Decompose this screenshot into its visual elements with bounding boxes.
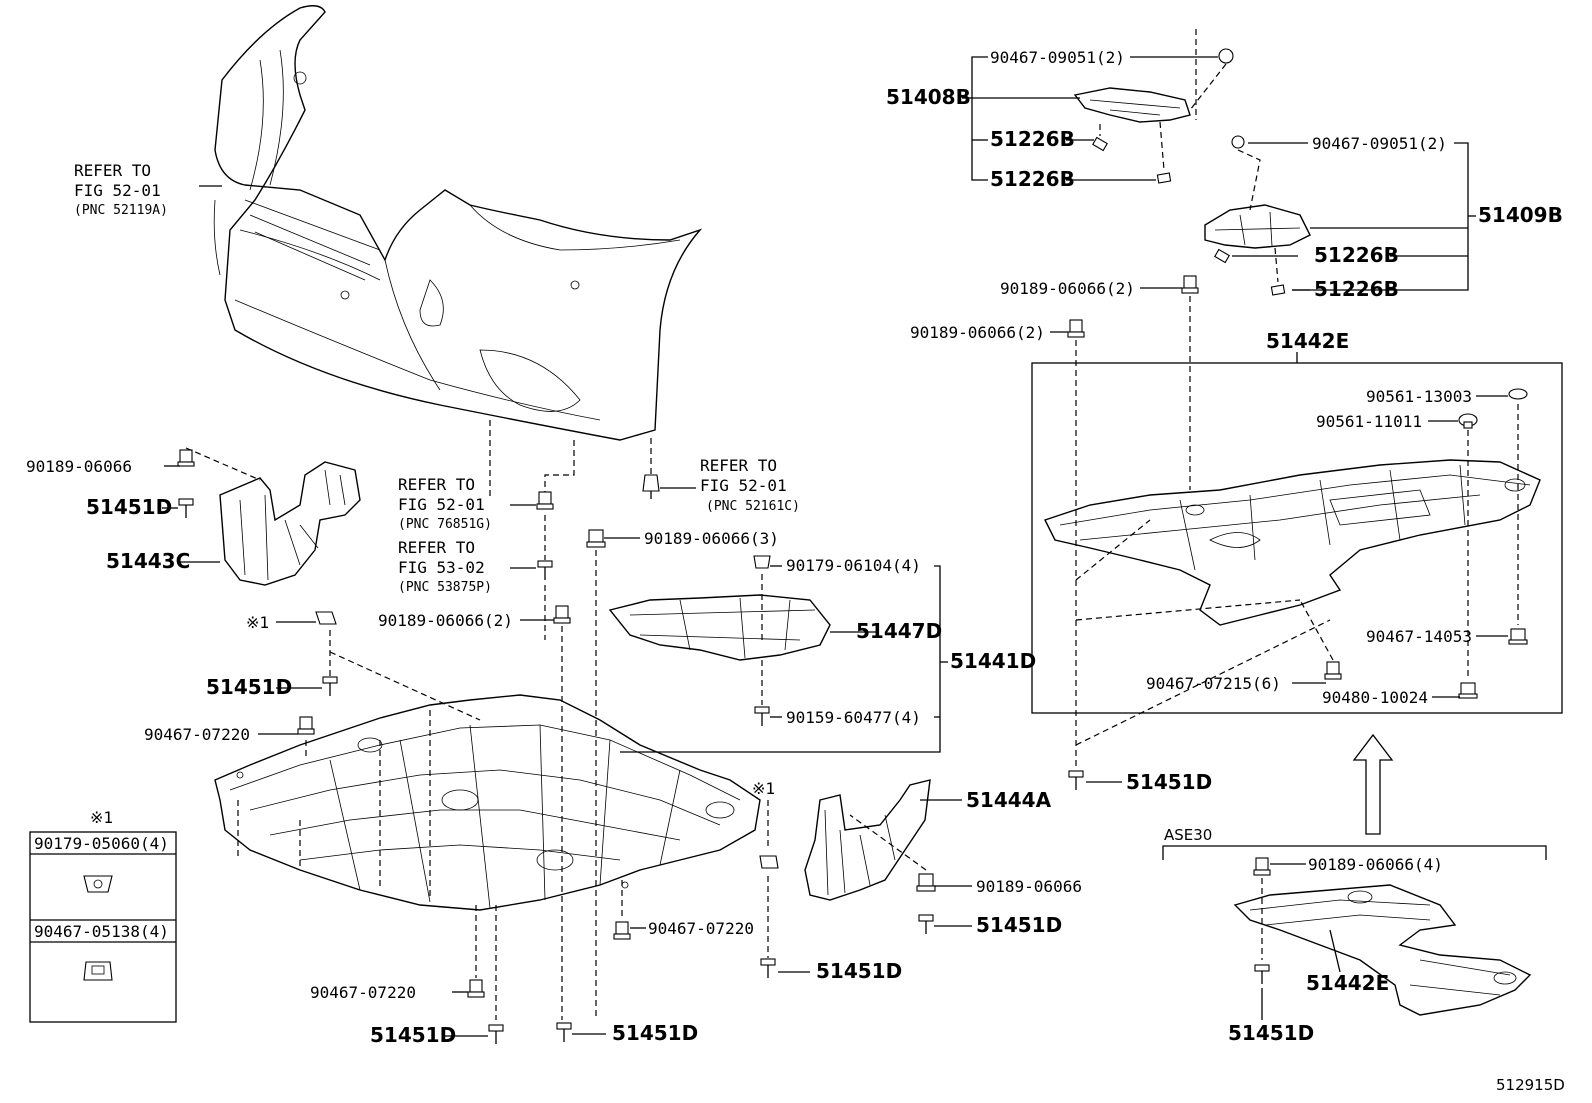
legend-title: ※1	[90, 808, 113, 827]
label-90561-13003: 90561-13003	[1366, 387, 1472, 406]
bracket-51409B	[1204, 204, 1311, 249]
label-51451D-b: 51451D	[206, 675, 292, 699]
label-51409B: 51409B	[1478, 203, 1563, 227]
label-90561-11011: 90561-11011	[1316, 412, 1422, 431]
assembly-lines	[185, 29, 1519, 1020]
label-90467-09051-2a: 90467-09051(2)	[990, 48, 1125, 67]
label-note1-b: ※1	[752, 779, 775, 798]
ase30-bracket	[1162, 845, 1547, 860]
arrow-up-icon	[1352, 733, 1394, 835]
ref-bumper-pnc: (PNC 52119A)	[74, 203, 168, 218]
ref-76851-line1: REFER TO	[398, 475, 475, 494]
label-90189-06066-b: 90189-06066	[976, 877, 1082, 896]
label-51442E-b: 51442E	[1306, 971, 1389, 995]
label-90189-06066-2c: 90189-06066(2)	[910, 323, 1045, 342]
label-90189-06066-a: 90189-06066	[26, 457, 132, 476]
label-51451D-e: 51451D	[370, 1023, 456, 1047]
label-ase30: ASE30	[1164, 826, 1212, 844]
label-51226B-c: 51226B	[1314, 243, 1399, 267]
ref-76851-line2: FIG 52-01	[398, 495, 485, 514]
ref-bumper-line2: FIG 52-01	[74, 181, 161, 200]
fasteners	[83, 48, 1528, 1044]
ref-76851-pnc: (PNC 76851G)	[398, 517, 492, 532]
label-51451D-c: 51451D	[976, 913, 1062, 937]
label-51451D-f: 51451D	[612, 1021, 698, 1045]
bracket-51408B	[1073, 87, 1191, 123]
label-90480-10024: 90480-10024	[1322, 688, 1428, 707]
label-51408B: 51408B	[886, 85, 971, 109]
label-90467-07220-c: 90467-07220	[310, 983, 416, 1002]
label-90467-09051-2b: 90467-09051(2)	[1312, 134, 1447, 153]
label-90467-14053: 90467-14053	[1366, 627, 1472, 646]
label-90189-06066-2b: 90189-06066(2)	[1000, 279, 1135, 298]
label-90189-06066-4: 90189-06066(4)	[1308, 855, 1443, 874]
legend-box	[29, 831, 177, 1023]
label-51442E-a: 51442E	[1266, 329, 1349, 353]
ref-53875-pnc: (PNC 53875P)	[398, 580, 492, 595]
label-51447D: 51447D	[856, 619, 942, 643]
ref-53875-line1: REFER TO	[398, 538, 475, 557]
legend-item-2: 90467-05138(4)	[34, 922, 169, 941]
label-51444A: 51444A	[966, 788, 1052, 812]
label-51451D-h: 51451D	[1228, 1021, 1314, 1045]
plate-51447D	[608, 594, 831, 661]
label-90179-06104-4: 90179-06104(4)	[786, 556, 921, 575]
label-51226B-a: 51226B	[990, 127, 1075, 151]
front-bumper	[213, 5, 703, 441]
diagram-id: 512915D	[1496, 1076, 1565, 1094]
label-51451D-a: 51451D	[86, 495, 172, 519]
engine-cover-51442E-ase30	[1233, 884, 1532, 1016]
label-51441D: 51441D	[950, 649, 1036, 673]
ref-bumper-line1: REFER TO	[74, 161, 151, 180]
leader-lines	[162, 56, 1508, 1037]
ref-52161-line2: FIG 52-01	[700, 476, 787, 495]
label-51451D-g: 51451D	[1126, 770, 1212, 794]
label-51226B-d: 51226B	[1314, 277, 1399, 301]
label-51451D-d: 51451D	[816, 959, 902, 983]
label-51226B-b: 51226B	[990, 167, 1075, 191]
label-90467-07220-b: 90467-07220	[648, 919, 754, 938]
ref-52161-pnc: (PNC 52161C)	[706, 499, 800, 514]
legend-item-1: 90179-05060(4)	[34, 834, 169, 853]
ref-52161-line1: REFER TO	[700, 456, 777, 475]
label-90189-06066-2a: 90189-06066(2)	[378, 611, 513, 630]
label-90467-07220-a: 90467-07220	[144, 725, 250, 744]
engine-cover-51442E	[1044, 459, 1541, 626]
under-cover-main	[214, 694, 761, 911]
side-shield-51443C	[219, 461, 361, 586]
label-note1-a: ※1	[246, 613, 269, 632]
ref-53875-line2: FIG 53-02	[398, 558, 485, 577]
side-shield-51444A	[804, 779, 931, 901]
label-90467-07215-6: 90467-07215(6)	[1146, 674, 1281, 693]
label-51443C: 51443C	[106, 549, 190, 573]
label-90189-06066-3: 90189-06066(3)	[644, 529, 779, 548]
label-90159-60477-4: 90159-60477(4)	[786, 708, 921, 727]
